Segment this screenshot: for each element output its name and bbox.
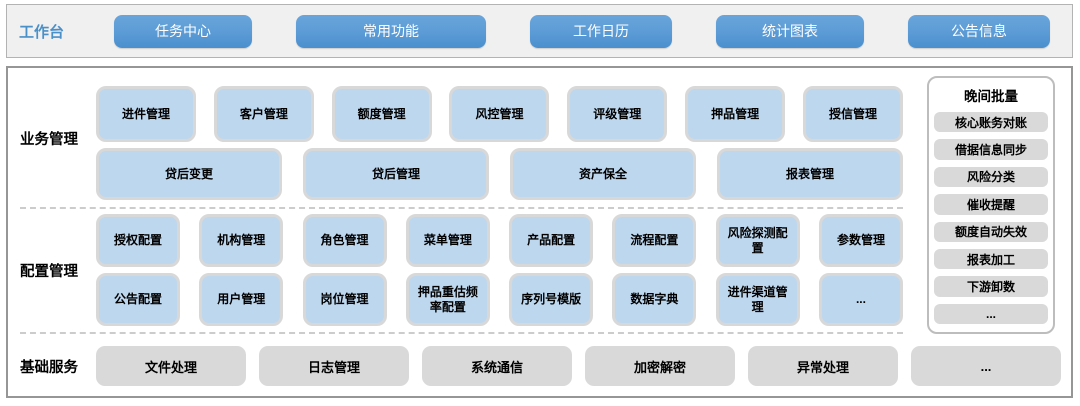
module-button[interactable]: 进件渠道管理 [715, 273, 800, 326]
section-label-base: 基础服务 [20, 359, 78, 376]
night-batch-item[interactable]: 额度自动失效 [934, 221, 1048, 242]
topbar-button-common-functions[interactable]: 常用功能 [295, 14, 486, 48]
business-rows: 进件管理 客户管理 额度管理 风控管理 评级管理 押品管理 授信管理 贷后变更 … [96, 76, 903, 200]
module-button[interactable]: 押品重估频率配置 [405, 273, 490, 326]
module-button[interactable]: 贷后变更 [96, 148, 282, 200]
config-row-2: 公告配置 用户管理 岗位管理 押品重估频率配置 序列号模版 数据字典 进件渠道管… [96, 273, 903, 326]
module-button[interactable]: 流程配置 [612, 214, 697, 267]
module-button[interactable]: 风险探测配置 [715, 214, 800, 267]
section-label-config: 配置管理 [20, 263, 78, 280]
module-button[interactable]: 授权配置 [96, 214, 180, 267]
modules-column: 业务管理 进件管理 客户管理 额度管理 风控管理 评级管理 押品管理 授信管理 [20, 76, 903, 338]
module-button[interactable]: 额度管理 [331, 86, 432, 142]
module-button[interactable]: 菜单管理 [405, 214, 490, 267]
service-button[interactable]: 系统通信 [422, 346, 572, 386]
night-batch-panel: 晚间批量 核心账务对账 借据信息同步 风险分类 催收提醒 额度自动失效 报表加工… [927, 76, 1055, 334]
module-button[interactable]: 参数管理 [818, 214, 903, 267]
workbench-bar: 工作台 任务中心 常用功能 工作日历 统计图表 公告信息 [6, 4, 1073, 58]
module-button-more[interactable]: ... [818, 273, 903, 326]
service-button-more[interactable]: ... [911, 346, 1061, 386]
section-divider [20, 332, 903, 334]
service-button[interactable]: 异常处理 [748, 346, 898, 386]
module-button[interactable]: 授信管理 [802, 86, 903, 142]
night-batch-item[interactable]: 催收提醒 [934, 194, 1048, 215]
night-batch-item[interactable]: 核心账务对账 [934, 112, 1048, 133]
module-button[interactable]: 资产保全 [510, 148, 696, 200]
config-rows: 授权配置 机构管理 角色管理 菜单管理 产品配置 流程配置 风险探测配置 参数管… [96, 214, 903, 326]
module-button[interactable]: 风控管理 [449, 86, 550, 142]
service-button[interactable]: 文件处理 [96, 346, 246, 386]
workbench-label: 工作台 [19, 23, 65, 41]
module-button[interactable]: 用户管理 [199, 273, 284, 326]
module-button[interactable]: 机构管理 [199, 214, 284, 267]
business-row-1: 进件管理 客户管理 额度管理 风控管理 评级管理 押品管理 授信管理 [96, 76, 903, 142]
section-config: 配置管理 授权配置 机构管理 角色管理 菜单管理 产品配置 流程配置 风险探测配… [20, 214, 903, 326]
night-batch-item[interactable]: 风险分类 [934, 166, 1048, 188]
module-button[interactable]: 序列号模版 [509, 273, 594, 326]
topbar-button-announcements[interactable]: 公告信息 [907, 14, 1050, 48]
module-button[interactable]: 产品配置 [509, 214, 594, 267]
topbar-button-work-calendar[interactable]: 工作日历 [529, 14, 672, 48]
module-button[interactable]: 岗位管理 [302, 273, 387, 326]
section-base-services: 基础服务 文件处理 日志管理 系统通信 加密解密 异常处理 ... [20, 342, 1061, 390]
topbar-button-task-center[interactable]: 任务中心 [114, 14, 252, 48]
module-button[interactable]: 数据字典 [612, 273, 697, 326]
upper-area: 业务管理 进件管理 客户管理 额度管理 风控管理 评级管理 押品管理 授信管理 [20, 76, 1061, 338]
section-business: 业务管理 进件管理 客户管理 额度管理 风控管理 评级管理 押品管理 授信管理 [20, 76, 903, 200]
main-panel: 业务管理 进件管理 客户管理 额度管理 风控管理 评级管理 押品管理 授信管理 [6, 66, 1073, 398]
section-divider [20, 207, 903, 209]
module-button[interactable]: 公告配置 [96, 273, 180, 326]
service-button[interactable]: 日志管理 [259, 346, 409, 386]
module-button[interactable]: 进件管理 [96, 86, 196, 142]
night-batch-item[interactable]: 报表加工 [934, 248, 1048, 270]
business-row-2: 贷后变更 贷后管理 资产保全 报表管理 [96, 148, 903, 200]
night-batch-item[interactable]: 借据信息同步 [934, 139, 1048, 160]
config-row-1: 授权配置 机构管理 角色管理 菜单管理 产品配置 流程配置 风险探测配置 参数管… [96, 214, 903, 267]
base-services-row: 文件处理 日志管理 系统通信 加密解密 异常处理 ... [96, 346, 1061, 386]
module-button[interactable]: 押品管理 [685, 86, 786, 142]
section-label-business: 业务管理 [20, 131, 78, 148]
night-batch-item-more[interactable]: ... [934, 303, 1048, 324]
night-batch-item[interactable]: 下游卸数 [934, 276, 1048, 297]
module-button[interactable]: 评级管理 [567, 86, 668, 142]
service-button[interactable]: 加密解密 [585, 346, 735, 386]
module-button[interactable]: 报表管理 [717, 148, 903, 200]
module-button[interactable]: 贷后管理 [303, 148, 489, 200]
module-button[interactable]: 客户管理 [213, 86, 314, 142]
module-button[interactable]: 角色管理 [302, 214, 387, 267]
night-batch-title: 晚间批量 [964, 89, 1018, 104]
topbar-button-statistics-charts[interactable]: 统计图表 [715, 14, 864, 48]
